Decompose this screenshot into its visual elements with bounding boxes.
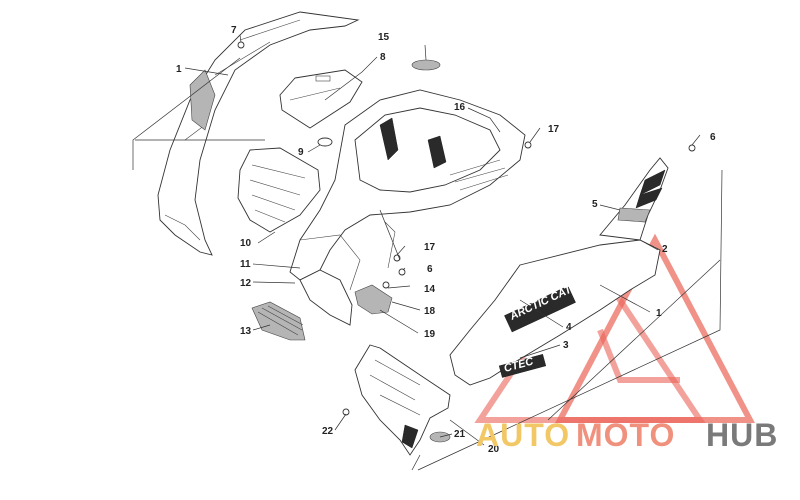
callout-22: 22 (322, 426, 334, 437)
vent-insert (237, 147, 321, 233)
callout-6-mid: 6 (427, 264, 433, 275)
callout-10: 10 (240, 238, 252, 249)
callout-16: 16 (454, 102, 466, 113)
bracket-18 (354, 284, 393, 315)
callout-3: 3 (563, 340, 569, 351)
callout-6-right: 6 (710, 132, 716, 143)
mesh-screen (251, 301, 306, 341)
callout-21: 21 (454, 429, 466, 440)
watermark-moto: MOTO (576, 417, 675, 453)
callout-7: 7 (231, 25, 237, 36)
callout-2: 2 (662, 244, 668, 255)
callout-9: 9 (298, 147, 304, 158)
callout-5: 5 (592, 199, 598, 210)
side-panel-left (157, 11, 360, 256)
main-hood (289, 89, 526, 326)
callout-18: 18 (424, 306, 436, 317)
clip-9 (317, 137, 333, 147)
callout-8: 8 (380, 52, 386, 63)
windshield-panel (279, 69, 363, 129)
lower-bracket (354, 344, 451, 456)
callout-11: 11 (240, 259, 251, 270)
callout-12: 12 (240, 278, 252, 289)
callout-20: 20 (488, 444, 500, 455)
callout-17-mid: 17 (424, 242, 436, 253)
callout-1-right: 1 (656, 308, 662, 319)
leader-lines (132, 34, 723, 471)
callout-4: 4 (566, 322, 572, 333)
watermark-auto: AUTO (476, 417, 570, 453)
callout-14: 14 (424, 284, 436, 295)
callout-labels: 1 7 15 8 16 17 9 10 11 12 13 17 6 14 18 … (176, 25, 716, 455)
lens-15 (411, 59, 441, 71)
watermark-hub: HUB (706, 417, 778, 453)
callout-17-top: 17 (548, 124, 560, 135)
callout-15: 15 (378, 32, 390, 43)
callout-19: 19 (424, 329, 436, 340)
callout-1-left: 1 (176, 64, 182, 75)
watermark-text: AUTO MOTO HUB (476, 417, 778, 453)
side-panel-right: ARCTIC CAT CTEC (449, 157, 669, 386)
callout-13: 13 (240, 326, 252, 337)
